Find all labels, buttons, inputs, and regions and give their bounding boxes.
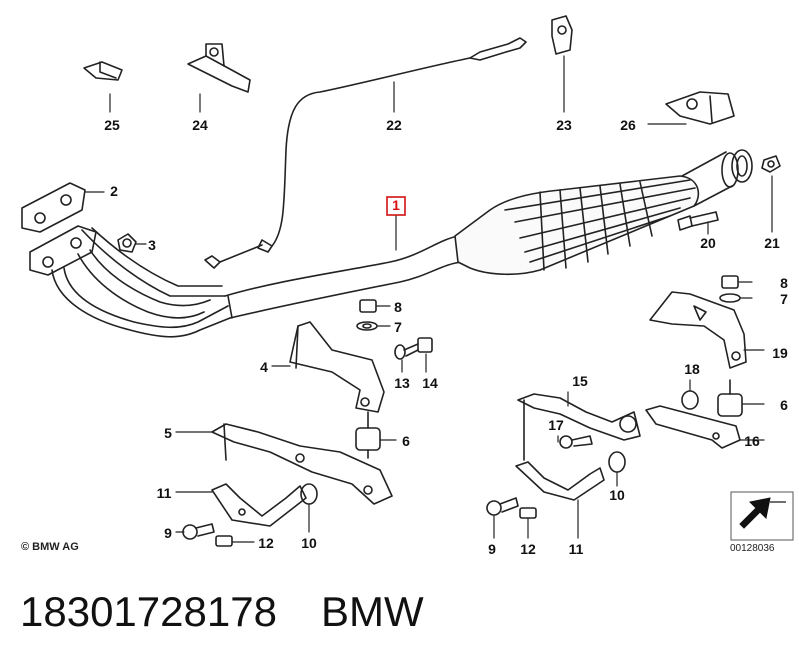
- copyright-notice: © BMW AG: [21, 541, 79, 553]
- bracket-16: [645, 405, 741, 449]
- bracket-26: [665, 91, 735, 125]
- bracket-11-left: [211, 483, 307, 527]
- nut-21: [761, 155, 781, 173]
- callout-15[interactable]: 15: [572, 373, 588, 389]
- bracket-11-right: [515, 461, 605, 501]
- bracket-5: [211, 423, 393, 505]
- callout-23[interactable]: 23: [556, 117, 572, 133]
- callout-7[interactable]: 7: [780, 291, 788, 307]
- callout-6[interactable]: 6: [402, 433, 410, 449]
- bolt-20: [677, 211, 719, 231]
- callout-7[interactable]: 7: [394, 319, 402, 335]
- rear-pipe-and-flange: [681, 149, 753, 207]
- callout-4[interactable]: 4: [260, 359, 268, 375]
- nut-12-right: [519, 507, 537, 519]
- nut-8-right: [721, 275, 739, 289]
- callout-24[interactable]: 24: [192, 117, 208, 133]
- callout-8[interactable]: 8: [780, 275, 788, 291]
- catalytic-converter: [454, 175, 700, 276]
- callout-2[interactable]: 2: [110, 183, 118, 199]
- footer: 18301728178 BMW: [20, 588, 424, 636]
- rubber-mount-6-center: [355, 411, 381, 459]
- part-number: 18301728178: [20, 588, 277, 635]
- rubber-10-right: [608, 451, 626, 473]
- downpipe-to-cat: [224, 235, 463, 319]
- callout-3[interactable]: 3: [148, 237, 156, 253]
- nut-3: [117, 233, 137, 253]
- bolt-14: [403, 337, 433, 357]
- diagram-id: 00128036: [730, 543, 775, 554]
- callout-25[interactable]: 25: [104, 117, 120, 133]
- callout-18[interactable]: 18: [684, 361, 700, 377]
- bracket-23: [551, 15, 573, 55]
- bracket-19: [649, 291, 747, 369]
- callout-11[interactable]: 11: [157, 485, 172, 501]
- washer-13: [394, 344, 406, 360]
- bracket-4: [289, 321, 385, 413]
- washer-7-center: [356, 321, 378, 331]
- callout-14[interactable]: 14: [422, 375, 438, 391]
- callout-11[interactable]: 11: [569, 541, 584, 557]
- callout-8[interactable]: 8: [394, 299, 402, 315]
- bracket-15: [517, 393, 641, 461]
- callout-13[interactable]: 13: [394, 375, 410, 391]
- rubber-mount-6-right: [717, 379, 743, 417]
- callout-17[interactable]: 17: [548, 417, 564, 433]
- callout-12[interactable]: 12: [520, 541, 536, 557]
- clip-25: [83, 61, 123, 81]
- callout-1[interactable]: 1: [392, 197, 400, 213]
- bolt-17: [559, 435, 593, 449]
- brand-name: BMW: [320, 588, 424, 635]
- callout-12[interactable]: 12: [258, 535, 274, 551]
- nut-8-center: [359, 299, 377, 313]
- callout-6[interactable]: 6: [780, 397, 788, 413]
- bracket-24: [187, 43, 251, 93]
- callout-9[interactable]: 9: [488, 541, 496, 557]
- callout-16[interactable]: 16: [744, 433, 760, 449]
- callout-26[interactable]: 26: [620, 117, 636, 133]
- callout-5[interactable]: 5: [164, 425, 172, 441]
- callout-21[interactable]: 21: [764, 235, 780, 251]
- highlight-box: [386, 196, 406, 216]
- nut-12-left: [215, 535, 233, 547]
- callout-10[interactable]: 10: [301, 535, 317, 551]
- callout-9[interactable]: 9: [164, 525, 172, 541]
- front-pipes: [51, 227, 231, 338]
- washer-7-right: [719, 293, 741, 303]
- oxygen-sensor: [204, 37, 527, 269]
- bolt-9-right: [486, 497, 519, 516]
- rubber-18: [681, 390, 699, 410]
- exhaust-manifold-flanges: [21, 182, 97, 276]
- callout-20[interactable]: 20: [700, 235, 716, 251]
- next-diagram-arrow-icon[interactable]: [730, 491, 794, 541]
- callout-22[interactable]: 22: [386, 117, 402, 133]
- callout-10[interactable]: 10: [609, 487, 625, 503]
- callout-19[interactable]: 19: [772, 345, 788, 361]
- bolt-9-left: [182, 523, 215, 540]
